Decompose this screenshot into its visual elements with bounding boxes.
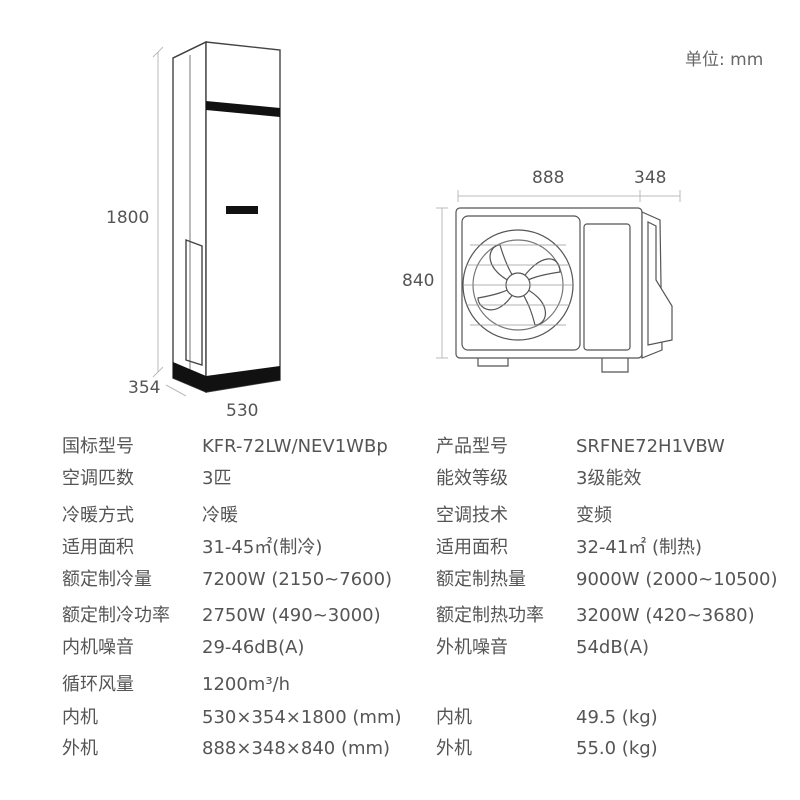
spec-value: 49.5 (kg) [576,707,658,728]
spec-value: 1200m³/h [202,674,291,695]
spec-key: 适用面积 [62,537,134,558]
spec-value: 3级能效 [576,468,642,489]
spec-value: 55.0 (kg) [576,738,658,759]
spec-row: 内机 530×354×1800 (mm) 内机 49.5 (kg) [0,706,800,738]
spec-value: 29-46dB(A) [202,637,305,658]
spec-value: 888×348×840 (mm) [202,738,391,759]
spec-key: 额定制热量 [436,569,526,590]
spec-row: 空调匹数 3匹 能效等级 3级能效 [0,467,800,499]
spec-row: 外机 888×348×840 (mm) 外机 55.0 (kg) [0,737,800,769]
spec-key: 内机噪音 [62,637,134,658]
spec-value: 2750W (490~3000) [202,605,381,626]
outdoor-height-label: 840 [402,271,435,291]
spec-row: 适用面积 31-45㎡(制冷) 适用面积 32-41㎡ (制热) [0,536,800,568]
spec-value: 变频 [576,505,612,526]
spec-key: 空调匹数 [62,468,134,489]
spec-value: SRFNE72H1VBW [576,436,725,457]
spec-key: 空调技术 [436,505,508,526]
spec-key: 外机噪音 [436,637,508,658]
spec-value: 9000W (2000~10500) [576,569,778,590]
spec-value: 530×354×1800 (mm) [202,707,402,728]
spec-value: 7200W (2150~7600) [202,569,393,590]
spec-key: 适用面积 [436,537,508,558]
spec-value: 31-45㎡(制冷) [202,537,323,558]
spec-value: 32-41㎡ (制热) [576,537,703,558]
spec-key: 额定制冷功率 [62,605,170,626]
spec-key: 额定制冷量 [62,569,152,590]
outdoor-width-label: 888 [532,168,565,188]
indoor-height-label: 1800 [106,208,150,228]
spec-key: 冷暖方式 [62,505,134,526]
indoor-unit-drawing [152,40,281,397]
spec-key: 循环风量 [62,674,134,695]
spec-row: 额定制冷量 7200W (2150~7600) 额定制热量 9000W (200… [0,568,800,600]
outdoor-depth-label: 348 [634,168,667,188]
spec-key: 能效等级 [436,468,508,489]
spec-value: 3匹 [202,468,232,489]
spec-key: 国标型号 [62,436,134,457]
indoor-depth-label: 354 [128,378,161,398]
spec-row: 内机噪音 29-46dB(A) 外机噪音 54dB(A) [0,636,800,668]
spec-key: 内机 [436,707,472,728]
spec-key: 产品型号 [436,436,508,457]
spec-value: KFR-72LW/NEV1WBp [202,436,388,457]
outdoor-unit-drawing [436,190,681,373]
spec-key: 外机 [62,738,98,759]
product-drawings [152,40,681,397]
spec-row: 额定制冷功率 2750W (490~3000) 额定制热功率 3200W (42… [0,604,800,636]
spec-row: 循环风量 1200m³/h [0,673,800,705]
spec-value: 3200W (420~3680) [576,605,755,626]
spec-key: 额定制热功率 [436,605,544,626]
spec-value: 冷暖 [202,505,238,526]
spec-key: 内机 [62,707,98,728]
spec-row: 国标型号 KFR-72LW/NEV1WBp 产品型号 SRFNE72H1VBW [0,435,800,467]
unit-label: 单位: mm [685,50,764,70]
spec-row: 冷暖方式 冷暖 空调技术 变频 [0,504,800,536]
spec-key: 外机 [436,738,472,759]
spec-value: 54dB(A) [576,637,650,658]
indoor-width-label: 530 [226,401,259,421]
